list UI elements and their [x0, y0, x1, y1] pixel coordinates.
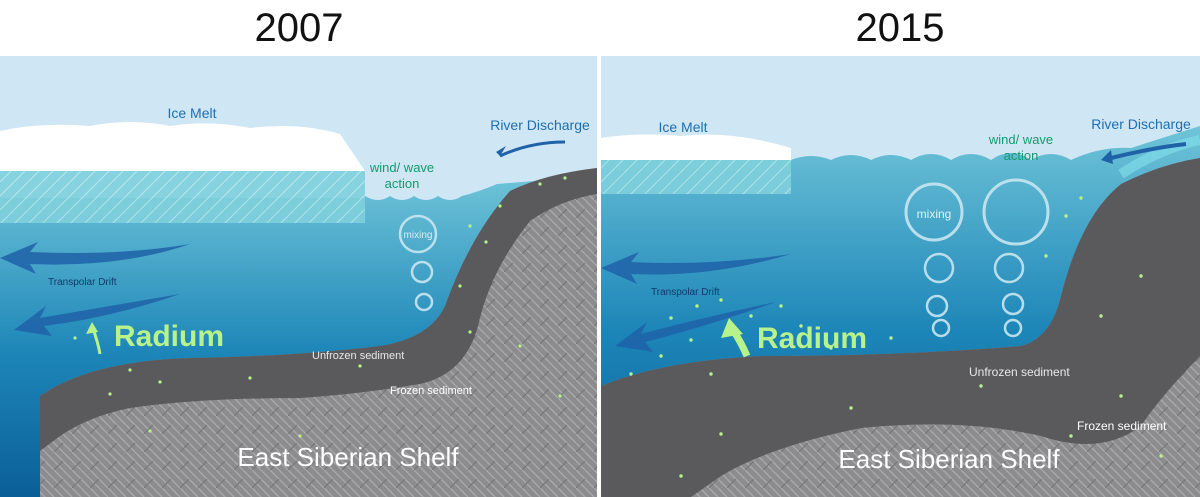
mixing-circle-small [1003, 318, 1023, 338]
river-discharge-label: River Discharge [490, 117, 590, 133]
mixing-circle [904, 182, 964, 242]
panel-divider [597, 56, 601, 497]
mixing-circle-small [414, 292, 434, 312]
unfrozen-sediment [40, 168, 597, 451]
submerged-ice [601, 160, 791, 194]
panel-2007: Ice Melt River Discharge wind/ wave acti… [0, 56, 597, 497]
panel-title-2015: 2015 [855, 6, 945, 50]
mixing-label: mixing [404, 230, 433, 241]
river-discharge-label: River Discharge [1091, 116, 1191, 132]
mixing-circle-small [410, 260, 434, 284]
diagram-2015: Ice Melt River Discharge wind/ wave acti… [601, 56, 1200, 497]
mixing-circle-small [1001, 292, 1025, 316]
radium-label: Radium [757, 322, 867, 355]
river-swoosh [1118, 135, 1200, 179]
panel-2015: Ice Melt River Discharge wind/ wave acti… [601, 56, 1200, 497]
transpolar-drift-label: Transpolar Drift [48, 277, 117, 288]
submerged-ice [0, 171, 365, 223]
ice-melt-label: Ice Melt [167, 105, 216, 121]
panel-title-2007: 2007 [254, 6, 344, 50]
unfrozen-sediment [601, 158, 1200, 497]
wind-wave-label-line1: wind/ wave [369, 160, 434, 175]
frozen-sediment [40, 168, 597, 497]
drift-arrow-upper [601, 252, 791, 284]
frozen-sediment-label: Frozen sediment [390, 385, 472, 397]
radium-label: Radium [114, 320, 224, 353]
mixing-circle-small [925, 294, 949, 318]
radium-particles [73, 176, 567, 458]
diagram-2007: Ice Melt River Discharge wind/ wave acti… [0, 56, 597, 497]
unfrozen-sediment-label: Unfrozen sediment [969, 365, 1070, 379]
mixing-circle-large [982, 178, 1050, 246]
mixing-label: mixing [917, 207, 952, 221]
mixing-circle-small [931, 318, 951, 338]
drift-arrow-lower [615, 302, 776, 352]
ice-melt-label: Ice Melt [658, 119, 707, 135]
wind-wave-label-line1: wind/ wave [988, 132, 1053, 147]
mixing-circle-small [923, 252, 955, 284]
radium-particles [629, 196, 1163, 478]
river-arrow [499, 140, 566, 158]
transpolar-drift-label: Transpolar Drift [651, 287, 720, 298]
mixing-circle [398, 214, 438, 254]
frozen-sediment-label: Frozen sediment [1077, 419, 1167, 433]
shelf-label: East Siberian Shelf [237, 442, 459, 472]
river-arrow [1110, 142, 1187, 160]
drift-arrow-lower [14, 294, 180, 336]
ice-floe [601, 134, 791, 160]
unfrozen-sediment-label: Unfrozen sediment [312, 350, 404, 362]
shelf-label: East Siberian Shelf [838, 444, 1060, 474]
wind-wave-label-line2: action [385, 176, 420, 191]
wind-wave-label-line2: action [1004, 148, 1039, 163]
mixing-circle-small [993, 252, 1025, 284]
ice-floe [0, 122, 365, 171]
drift-arrow-upper [0, 242, 190, 274]
